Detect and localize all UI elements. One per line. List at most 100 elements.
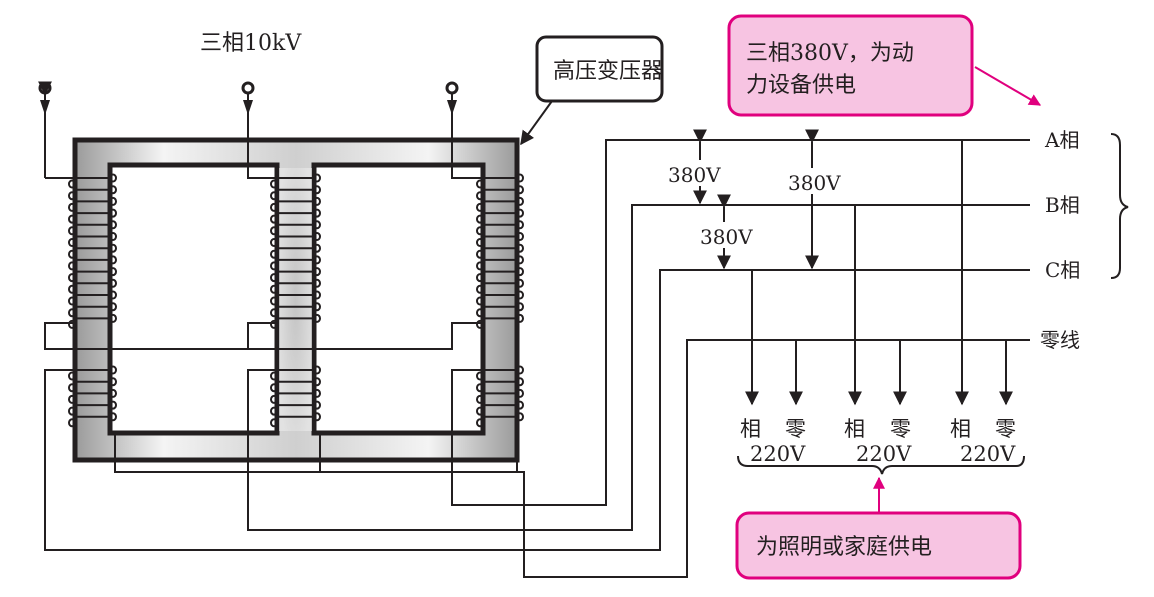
- lighting-callout: 为照明或家庭供电: [735, 476, 1022, 580]
- winding-loop: [476, 238, 484, 247]
- winding-loop: [313, 290, 321, 300]
- winding-loop: [109, 208, 117, 218]
- power-callout-line2: 力设备供电: [746, 73, 856, 98]
- tap-group-brace: [737, 455, 1025, 475]
- winding-loop: [476, 308, 484, 318]
- winding-loop: [516, 232, 524, 241]
- winding-loop: [68, 191, 76, 201]
- winding-loop: [68, 226, 76, 236]
- tap-2-voltage: 220V: [856, 442, 912, 466]
- winding-loop: [516, 302, 524, 312]
- winding-loop: [109, 302, 117, 312]
- winding-loop: [270, 249, 278, 259]
- winding-loop: [313, 243, 321, 253]
- winding-loop: [270, 214, 278, 224]
- tap-labels: 相 零 相 零 相 零 220V 220V 220V: [740, 417, 1016, 466]
- winding-loop: [270, 371, 278, 381]
- winding-loop: [516, 208, 524, 218]
- winding-loop: [476, 284, 484, 294]
- winding-loop: [68, 273, 76, 283]
- winding-loop: [476, 249, 484, 259]
- winding-loop: [476, 261, 484, 271]
- winding-loop: [270, 261, 278, 271]
- winding-loop: [313, 173, 321, 183]
- tap-2-phase-label: 相: [844, 417, 865, 441]
- winding-loop: [313, 388, 321, 398]
- winding-loop: [68, 296, 76, 306]
- winding-loop: [516, 173, 524, 183]
- winding-loop: [313, 255, 321, 265]
- winding-loop: [516, 377, 524, 387]
- transformer-label: 高压变压器: [553, 59, 663, 84]
- winding-loop: [270, 394, 278, 404]
- winding-loop: [68, 383, 76, 393]
- winding-loop: [109, 267, 117, 277]
- winding-loop: [68, 371, 76, 381]
- winding-loop: [313, 196, 321, 206]
- winding-loop: [476, 273, 484, 283]
- winding-loop: [68, 394, 76, 404]
- winding-loop: [476, 319, 484, 329]
- winding-loop: [516, 400, 524, 410]
- winding-loop: [313, 377, 321, 387]
- winding-loop: [313, 220, 321, 230]
- winding-loop: [476, 418, 484, 428]
- power-callout: 三相380V，为动 力设备供电: [727, 14, 1042, 117]
- winding-loop: [68, 261, 76, 271]
- winding-loop: [313, 313, 321, 323]
- winding-loop: [109, 173, 117, 183]
- winding-loop: [313, 278, 321, 288]
- winding-loop: [516, 255, 524, 265]
- phase-a-label: A相: [1044, 128, 1079, 152]
- winding-loop: [270, 308, 278, 318]
- terminal-icon[interactable]: [241, 81, 279, 179]
- winding-loop: [476, 383, 484, 393]
- winding-loop: [109, 220, 117, 230]
- input-voltage-label: 三相10kV: [200, 31, 302, 56]
- winding-loop: [109, 377, 117, 387]
- winding-loop: [476, 296, 484, 306]
- winding-loop: [313, 302, 321, 312]
- winding-loop: [109, 232, 117, 241]
- voltage-bc-label: 380V: [700, 225, 753, 249]
- tap-2-neutral-label: 零: [890, 417, 911, 441]
- winding-loop: [270, 383, 278, 393]
- transformer-core: [72, 137, 520, 463]
- lighting-callout-text: 为照明或家庭供电: [756, 535, 932, 560]
- winding-loop: [68, 418, 76, 428]
- winding-loop: [109, 185, 117, 195]
- winding-loop: [109, 196, 117, 206]
- winding-loop: [516, 185, 524, 195]
- winding-loop: [270, 226, 278, 236]
- terminal-icon[interactable]: [445, 81, 483, 179]
- winding-loop: [109, 388, 117, 398]
- phase-b-label: B相: [1045, 193, 1080, 217]
- winding-loop: [516, 388, 524, 398]
- single-phase-taps: [745, 140, 1013, 406]
- winding-loop: [109, 412, 117, 422]
- tap-1-voltage: 220V: [750, 442, 806, 466]
- winding-loop: [270, 319, 278, 329]
- tap-1-neutral-label: 零: [785, 417, 806, 441]
- winding-loop: [313, 365, 321, 375]
- tap-1-phase-label: 相: [740, 417, 761, 441]
- neutral-line-label: 零线: [1040, 328, 1080, 352]
- winding-loop: [270, 179, 278, 189]
- winding-loop: [109, 365, 117, 375]
- voltage-ab-label: 380V: [668, 163, 721, 187]
- primary-terminals: [38, 81, 483, 179]
- phase-c-label: C相: [1045, 258, 1080, 282]
- winding-loop: [109, 290, 117, 300]
- winding-loop: [68, 406, 76, 416]
- winding-loop: [476, 179, 484, 189]
- winding-loop: [476, 226, 484, 236]
- winding-loop: [68, 308, 76, 318]
- winding-loop: [109, 255, 117, 265]
- winding-loop: [68, 284, 76, 294]
- transformer-windings: [68, 173, 524, 428]
- winding-loop: [68, 202, 76, 212]
- tap-3-phase-label: 相: [950, 417, 971, 441]
- winding-loop: [516, 313, 524, 323]
- winding-loop: [516, 412, 524, 422]
